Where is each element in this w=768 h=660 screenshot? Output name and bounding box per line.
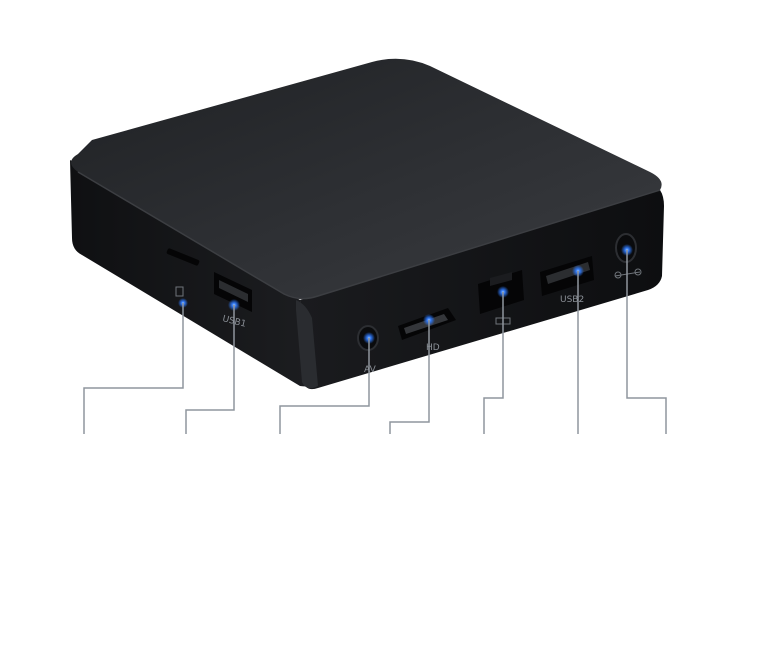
callout-lines — [83, 250, 667, 434]
box-corner — [296, 300, 318, 389]
callout-line-tf-card — [83, 303, 184, 434]
hdmi-port: HD — [398, 308, 456, 353]
callout-line-dc-power — [626, 250, 667, 434]
box-left-side — [70, 160, 311, 387]
sd-card-icon — [175, 286, 184, 297]
hdmi-label: HD — [426, 343, 440, 353]
callout-line-lan — [483, 292, 504, 434]
callout-line-usb1 — [185, 305, 235, 434]
callout-line-av — [279, 338, 370, 434]
av-label: AV — [364, 365, 377, 375]
box-edge-highlight — [77, 171, 661, 300]
callout-line-hdmi — [389, 320, 430, 434]
usb2-label: USB2 — [560, 295, 584, 305]
usb2-port: USB2 — [540, 256, 594, 305]
box-top — [71, 58, 662, 299]
